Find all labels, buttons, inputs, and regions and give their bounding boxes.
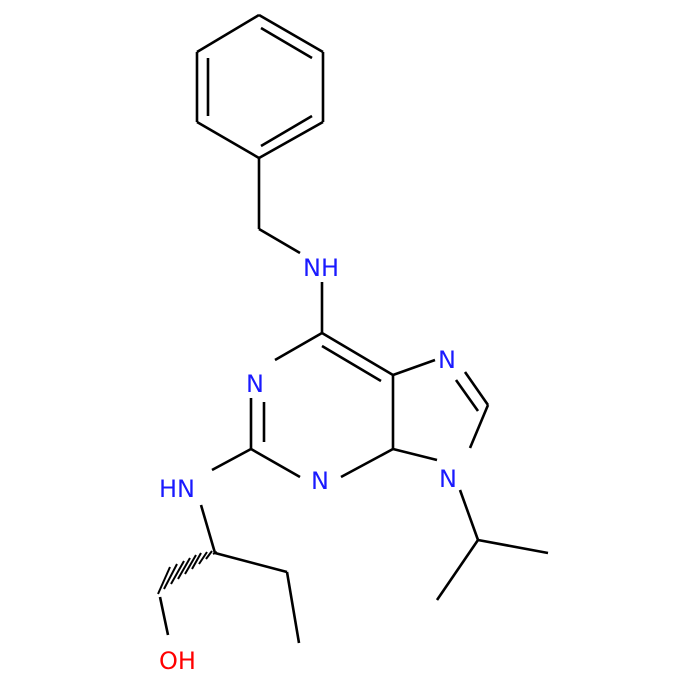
pyrimidine-ring (249, 331, 395, 479)
bond (477, 538, 549, 555)
bond (454, 379, 480, 412)
bond (258, 13, 324, 54)
bond (321, 344, 382, 383)
atom-label-hn-amine: HN (159, 475, 195, 503)
bond (340, 447, 394, 479)
bond (214, 551, 288, 574)
bond (258, 227, 301, 255)
bond (199, 504, 217, 554)
imidazole-ring (392, 358, 490, 462)
atom-label-nh-benzyl: NH (303, 254, 339, 282)
bond (260, 114, 313, 148)
bond (158, 596, 170, 636)
atom-label-n7: N (438, 346, 456, 374)
bond (285, 571, 301, 644)
atom-label-n3: N (311, 467, 329, 495)
bond (258, 120, 324, 160)
bond (392, 358, 436, 377)
atom-label-n9: N (439, 465, 457, 493)
phenyl-ring (195, 13, 325, 160)
bond (211, 447, 252, 472)
bond (250, 447, 301, 479)
bond (260, 26, 313, 60)
bond (392, 447, 438, 462)
bond (274, 331, 323, 362)
bond (435, 539, 480, 601)
bond (196, 13, 260, 54)
bond (468, 404, 490, 449)
atom-label-n1: N (246, 370, 264, 398)
bond (458, 489, 480, 541)
bond (321, 331, 394, 377)
hashed-wedge-bond (157, 550, 218, 595)
bond (196, 120, 260, 160)
bond (463, 371, 490, 406)
atom-label-oh: OH (159, 647, 196, 675)
